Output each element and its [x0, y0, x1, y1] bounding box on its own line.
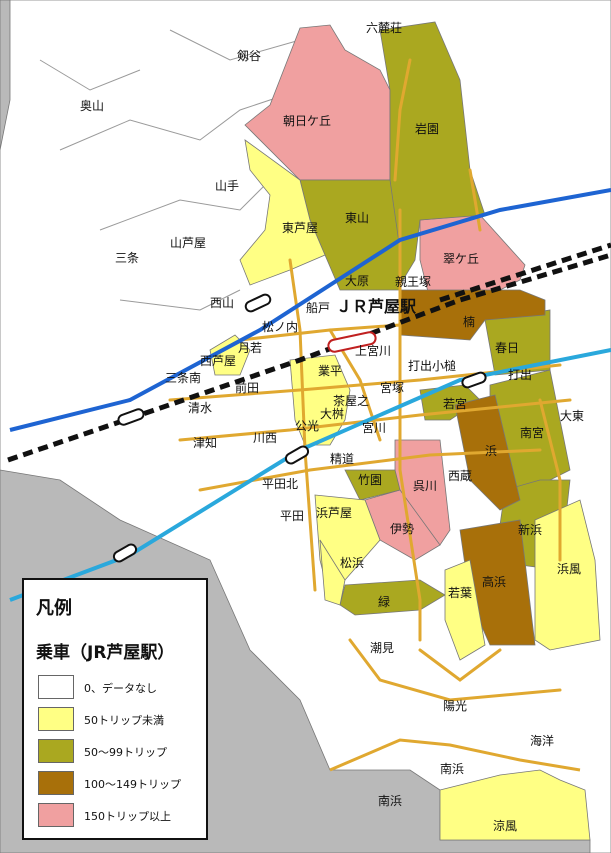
- jr-line: [9, 188, 611, 432]
- label-yoko: 陽光: [443, 699, 467, 713]
- legend-title: 凡例: [36, 598, 72, 619]
- legend-item: 50トリップ未満: [38, 707, 198, 733]
- label-shinhama: 新浜: [518, 522, 542, 537]
- zone-suzukaze: [439, 769, 591, 841]
- station-marker-uchide: [461, 371, 487, 389]
- label-matsunouchi: 松ノ内: [262, 320, 298, 334]
- label-kuregawa: 呉川: [413, 479, 437, 493]
- label-tsukiwaka: 月若: [238, 341, 262, 355]
- legend-swatch: [38, 707, 74, 731]
- label-ise: 伊勢: [390, 521, 414, 536]
- railway-dashed-2: [439, 242, 611, 303]
- zone-hamakaze: [534, 499, 601, 651]
- label-koko: 公光: [295, 419, 319, 433]
- zone-kusu: [399, 289, 546, 341]
- legend-subtitle: 乗車（JR芦屋駅）: [36, 643, 175, 663]
- label-yamate: 山手: [215, 179, 239, 193]
- zone-higashiashiya: [239, 139, 326, 286]
- legend-item: 0、データなし: [38, 675, 198, 701]
- label-shiomi: 潮見: [370, 640, 394, 655]
- label-wakamiya: 若宮: [443, 396, 467, 411]
- label-uchidekozuchi: 打出小槌: [408, 358, 456, 373]
- label-tsuchi: 津知: [193, 436, 217, 450]
- station-marker-nishiyama: [244, 293, 272, 313]
- zone-matsuhama: [319, 539, 346, 606]
- label-suigaoka: 翠ケ丘: [443, 252, 479, 266]
- label-midori: 緑: [378, 594, 390, 609]
- coastline: [329, 738, 581, 772]
- label-nishiashiya: 西芦屋: [200, 354, 236, 368]
- label-daito: 大東: [560, 409, 584, 423]
- label-miyagawa: 宮川: [362, 420, 386, 435]
- label-okuyama: 奥山: [80, 99, 104, 113]
- legend-item: 150トリップ以上: [38, 803, 198, 829]
- station-marker-jr-ashiya: [327, 331, 377, 353]
- station-marker-shimizu: [117, 408, 145, 426]
- label-seido: 精道: [330, 452, 354, 466]
- zone-suigaoka: [419, 214, 526, 301]
- label-uchide: 打出: [508, 368, 532, 382]
- label-rokkaiso: 六麓荘: [366, 21, 402, 35]
- label-minamihama: 南浜: [378, 793, 402, 808]
- label-funado: 船戸: [306, 301, 330, 315]
- label-hamaashiya: 浜芦屋: [316, 506, 352, 520]
- legend-swatch: [38, 675, 74, 699]
- label-hirata: 平田: [280, 509, 304, 523]
- label-ohara: 大原: [345, 274, 369, 288]
- label-shinnozuka: 親王塚: [395, 275, 431, 289]
- legend-label: 50トリップ未満: [84, 714, 164, 727]
- zone-iwazono: [379, 21, 486, 287]
- label-sanjominami: 三条南: [165, 370, 201, 385]
- label-chayanouchi: 茶屋之: [333, 393, 369, 408]
- label-minamimiya: 南宮: [520, 425, 544, 440]
- label-asahigaoka: 朝日ケ丘: [283, 114, 331, 128]
- zone-takezono: [344, 469, 401, 501]
- legend-swatch: [38, 739, 74, 763]
- label-hama: 浜: [485, 444, 497, 458]
- railway-dashed: [7, 252, 611, 463]
- label-kusu: 楠: [463, 314, 475, 329]
- label-kasuga: 春日: [495, 341, 519, 355]
- legend-item: 100～149トリップ: [38, 771, 198, 797]
- label-kaiyo: 海洋: [530, 733, 554, 748]
- label-iwazono: 岩園: [415, 121, 439, 136]
- label-matsuhama: 松浜: [340, 556, 364, 570]
- station-marker-west: [112, 543, 138, 563]
- label-nishikura: 西蔵: [448, 469, 472, 483]
- label-suzukaze: 涼風: [493, 818, 517, 833]
- label-takahama: 高浜: [482, 574, 506, 589]
- label-higashiyama: 東山: [345, 211, 369, 225]
- label-kaminomiyagawa: 上宮川: [355, 343, 391, 358]
- place-labels: 六麓荘 剱谷 奥山 朝日ケ丘 岩園 山手 東山 東芦屋 山芦屋 三条 翠ケ丘 大…: [80, 21, 584, 833]
- label-sanjo: 三条: [115, 251, 139, 265]
- label-hiratakita: 平田北: [262, 477, 298, 491]
- station-marker-seido: [284, 445, 310, 465]
- legend-label: 100～149トリップ: [84, 778, 181, 791]
- label-wakaba: 若葉: [448, 586, 472, 600]
- label-station: ＪＲ芦屋駅: [336, 297, 417, 316]
- legend: 凡例 乗車（JR芦屋駅） 0、データなし 50トリップ未満 50～99トリップ …: [22, 578, 208, 840]
- label-kamaya: 剱谷: [237, 49, 261, 63]
- label-kawanishi: 川西: [253, 431, 277, 445]
- label-higashiashiya: 東芦屋: [282, 221, 318, 235]
- label-nishiyama: 西山: [210, 296, 234, 310]
- label-ohmasu: 大桝: [320, 406, 344, 421]
- legend-swatch: [38, 771, 74, 795]
- legend-label: 50～99トリップ: [84, 746, 167, 759]
- label-miyatsuka: 宮塚: [380, 380, 404, 395]
- label-hamakaze: 浜風: [557, 562, 581, 576]
- legend-label: 0、データなし: [84, 682, 157, 695]
- legend-label: 150トリップ以上: [84, 810, 171, 823]
- label-narihira: 業平: [318, 364, 342, 378]
- label-shimizu: 清水: [188, 401, 212, 415]
- label-yamaashiya: 山芦屋: [170, 236, 206, 250]
- label-maeda: 前田: [235, 380, 259, 395]
- zone-nishiashiya: [209, 334, 251, 376]
- legend-item: 50～99トリップ: [38, 739, 198, 765]
- legend-swatch: [38, 803, 74, 827]
- label-nanko: 南浜: [440, 761, 464, 776]
- label-takezono: 竹園: [358, 473, 382, 487]
- zone-wakaba: [444, 559, 486, 661]
